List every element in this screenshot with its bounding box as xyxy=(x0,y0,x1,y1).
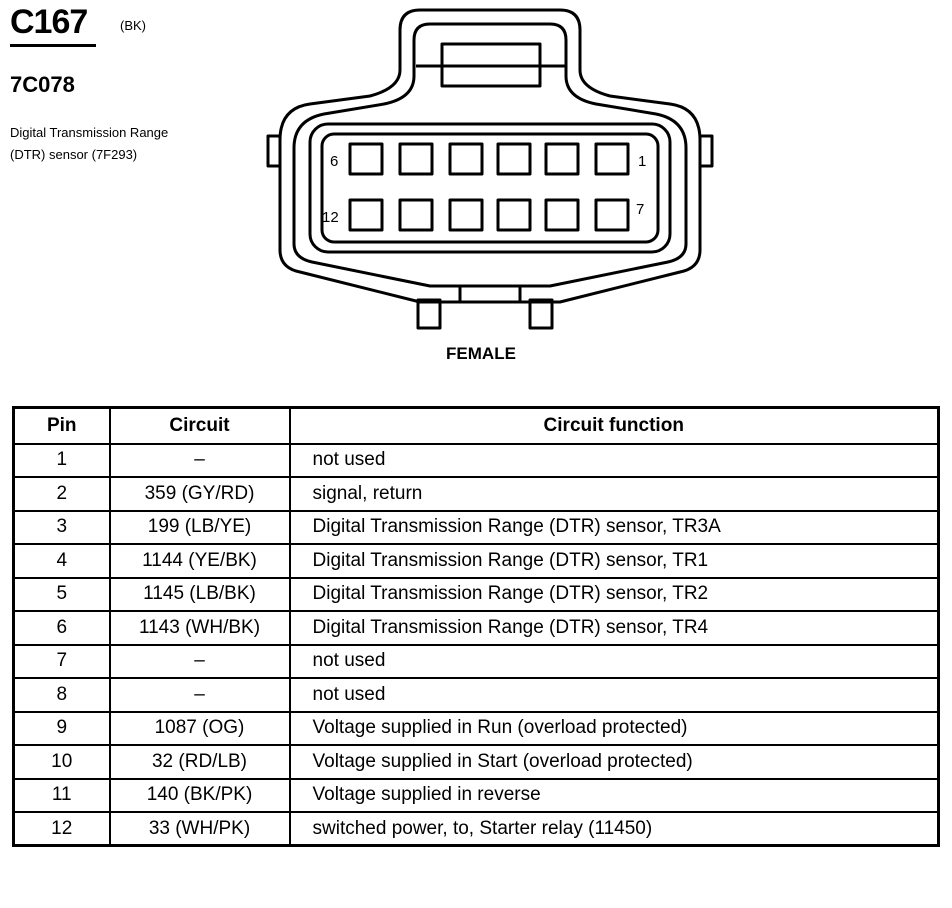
terminal-3 xyxy=(496,142,532,176)
table-row: 5 1145 (LB/BK) Digital Transmission Rang… xyxy=(12,576,940,612)
left-side-rib xyxy=(266,134,282,168)
circuit-cell: 140 (BK/PK) xyxy=(108,777,291,813)
connector-description: Digital Transmission Range (DTR) sensor … xyxy=(10,125,169,162)
pin-cell: 1 xyxy=(12,442,111,478)
table-header-row: Pin Circuit Circuit function xyxy=(12,406,940,445)
table-row: 4 1144 (YE/BK) Digital Transmission Rang… xyxy=(12,543,940,579)
header-pin: Pin xyxy=(12,406,111,445)
function-cell: Digital Transmission Range (DTR) sensor,… xyxy=(288,543,940,579)
right-side-rib xyxy=(698,134,714,168)
header-circuit: Circuit xyxy=(108,406,291,445)
circuit-cell: 199 (LB/YE) xyxy=(108,509,291,545)
function-cell: Digital Transmission Range (DTR) sensor,… xyxy=(288,576,940,612)
circuit-cell: 1087 (OG) xyxy=(108,710,291,746)
terminal-7 xyxy=(594,198,630,232)
pin-cell: 8 xyxy=(12,677,111,713)
part-number: 7C078 xyxy=(10,72,75,97)
pin-cell: 2 xyxy=(12,476,111,512)
connector-color-code: (BK) xyxy=(120,18,146,33)
circuit-cell: 1143 (WH/BK) xyxy=(108,610,291,646)
pin-label-bottom-right: 7 xyxy=(636,201,644,218)
pin-cell: 9 xyxy=(12,710,111,746)
pin-cell: 10 xyxy=(12,744,111,780)
pin-cell: 6 xyxy=(12,610,111,646)
function-cell: Voltage supplied in Start (overload prot… xyxy=(288,744,940,780)
table-row: 6 1143 (WH/BK) Digital Transmission Rang… xyxy=(12,610,940,646)
table-row: 12 33 (WH/PK) switched power, to, Starte… xyxy=(12,811,940,847)
function-cell: Digital Transmission Range (DTR) sensor,… xyxy=(288,610,940,646)
pin-cell: 11 xyxy=(12,777,111,813)
terminal-9 xyxy=(496,198,532,232)
table-row: 9 1087 (OG) Voltage supplied in Run (ove… xyxy=(12,710,940,746)
connector-housing-outer xyxy=(278,8,702,304)
connector-face-drawing: 6 1 12 7 xyxy=(266,8,714,330)
cavity-outer xyxy=(308,122,672,254)
function-cell: switched power, to, Starter relay (11450… xyxy=(288,811,940,847)
table-row: 11 140 (BK/PK) Voltage supplied in rever… xyxy=(12,777,940,813)
connector-housing-inner xyxy=(292,22,688,288)
cavity-inner xyxy=(320,132,660,244)
function-cell: signal, return xyxy=(288,476,940,512)
table-row: 1 – not used xyxy=(12,442,940,478)
function-cell: not used xyxy=(288,677,940,713)
bottom-key-right xyxy=(528,298,554,330)
pin-cell: 3 xyxy=(12,509,111,545)
function-cell: Voltage supplied in reverse xyxy=(288,777,940,813)
terminal-6 xyxy=(348,142,384,176)
terminal-10 xyxy=(448,198,484,232)
table-row: 10 32 (RD/LB) Voltage supplied in Start … xyxy=(12,744,940,780)
circuit-cell: – xyxy=(108,677,291,713)
function-cell: not used xyxy=(288,442,940,478)
function-cell: Digital Transmission Range (DTR) sensor,… xyxy=(288,509,940,545)
function-cell: not used xyxy=(288,643,940,679)
pin-label-top-left: 6 xyxy=(330,153,338,170)
table-row: 7 – not used xyxy=(12,643,940,679)
circuit-cell: 32 (RD/LB) xyxy=(108,744,291,780)
terminal-4 xyxy=(448,142,484,176)
circuit-cell: 1144 (YE/BK) xyxy=(108,543,291,579)
table-row: 3 199 (LB/YE) Digital Transmission Range… xyxy=(12,509,940,545)
pin-cell: 5 xyxy=(12,576,111,612)
connector-id-underline xyxy=(10,44,96,47)
circuit-cell: – xyxy=(108,442,291,478)
circuit-cell: 1145 (LB/BK) xyxy=(108,576,291,612)
header-function: Circuit function xyxy=(288,406,940,445)
table-row: 2 359 (GY/RD) signal, return xyxy=(12,476,940,512)
pin-cell: 12 xyxy=(12,811,111,847)
bottom-key-left xyxy=(416,298,442,330)
terminal-5 xyxy=(398,142,434,176)
terminal-8 xyxy=(544,198,580,232)
bottom-key-center xyxy=(458,286,522,304)
gender-label: FEMALE xyxy=(446,344,516,363)
pin-label-top-right: 1 xyxy=(638,153,646,170)
circuit-cell: – xyxy=(108,643,291,679)
connector-id: C167 xyxy=(10,3,88,41)
pin-cell: 4 xyxy=(12,543,111,579)
circuit-cell: 33 (WH/PK) xyxy=(108,811,291,847)
pin-cell: 7 xyxy=(12,643,111,679)
circuit-cell: 359 (GY/RD) xyxy=(108,476,291,512)
terminal-2 xyxy=(544,142,580,176)
terminal-1 xyxy=(594,142,630,176)
terminal-12 xyxy=(348,198,384,232)
pin-label-bottom-left: 12 xyxy=(322,209,339,226)
pin-table: Pin Circuit Circuit function 1 – not use… xyxy=(12,406,940,847)
function-cell: Voltage supplied in Run (overload protec… xyxy=(288,710,940,746)
terminal-11 xyxy=(398,198,434,232)
table-row: 8 – not used xyxy=(12,677,940,713)
